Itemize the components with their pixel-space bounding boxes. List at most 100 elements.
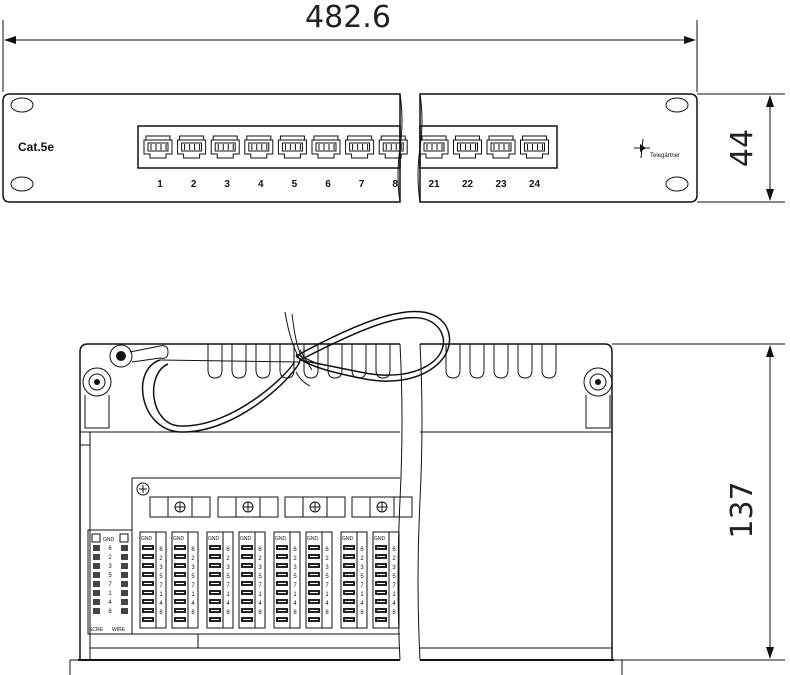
lsa-pin-label: 7 xyxy=(392,583,396,589)
lsa-pin-label: 6 xyxy=(159,547,163,553)
port-number-label: 4 xyxy=(258,179,264,190)
lsa-gnd-label: GND xyxy=(141,536,153,542)
lsa-pin-label: 5 xyxy=(159,574,163,580)
lsa-pin-label: 7 xyxy=(226,583,230,589)
port-number-label: 24 xyxy=(529,179,541,190)
lsa-pin-label: 3 xyxy=(191,565,195,571)
legend-pin-label: 7 xyxy=(108,582,112,588)
lsa-pin-label: 1 xyxy=(293,592,297,598)
lsa-pin-label: 7 xyxy=(325,583,329,589)
lsa-terminal-blocks: GND62357148GND62357148GND62357148GND6235… xyxy=(139,531,400,629)
lsa-pin-label: 4 xyxy=(191,601,195,607)
lsa-pin-label: 4 xyxy=(226,601,230,607)
legend-right-label: WIRE xyxy=(112,627,126,633)
lsa-pin-label: 1 xyxy=(325,592,329,598)
rj45-port xyxy=(520,135,549,159)
legend-pin-label: 3 xyxy=(108,564,112,570)
lsa-pin-label: 1 xyxy=(191,592,195,598)
lsa-pin-label: 6 xyxy=(191,547,195,553)
lsa-gnd-label: GND xyxy=(240,536,252,542)
port-number-label: 5 xyxy=(292,179,298,190)
lsa-gnd-label: GND xyxy=(374,536,386,542)
lsa-pin-label: 3 xyxy=(293,565,297,571)
lsa-pin-label: 4 xyxy=(258,601,262,607)
legend-pin-label: 6 xyxy=(108,546,112,552)
lsa-gnd-label: GND xyxy=(342,536,354,542)
lsa-gnd-label: GND xyxy=(275,536,287,542)
category-label: Cat.5e xyxy=(18,140,54,154)
lsa-gnd-label: GND xyxy=(307,536,319,542)
ground-cable xyxy=(109,310,451,433)
legend-pin-label: 8 xyxy=(108,609,112,615)
rj45-port xyxy=(311,135,341,159)
lsa-pin-label: 1 xyxy=(258,592,262,598)
port-number-label: 6 xyxy=(325,179,331,190)
lsa-pin-label: 5 xyxy=(293,574,297,580)
lsa-pin-label: 6 xyxy=(360,547,364,553)
lsa-pin-label: 3 xyxy=(360,565,364,571)
lsa-pin-label: 1 xyxy=(392,592,396,598)
port-number-label: 22 xyxy=(462,179,474,190)
port-number-label: 7 xyxy=(359,179,365,190)
rj45-port xyxy=(486,135,516,159)
lsa-pin-label: 4 xyxy=(392,601,396,607)
rj45-port xyxy=(378,135,408,159)
port-number-label: 21 xyxy=(428,179,440,190)
lsa-pin-label: 3 xyxy=(159,565,163,571)
rj45-port xyxy=(453,135,482,159)
lsa-pin-label: 2 xyxy=(226,556,230,562)
lsa-pin-label: 2 xyxy=(191,556,195,562)
lsa-gnd-label: GND xyxy=(173,536,185,542)
front-height-dimension: 44 xyxy=(697,93,785,203)
legend-gnd-label: GND xyxy=(103,537,115,543)
lsa-pin-label: 1 xyxy=(159,592,163,598)
mounting-slot-icon xyxy=(10,97,689,192)
lsa-pin-label: 7 xyxy=(191,583,195,589)
pcb-screw-holders xyxy=(149,496,413,518)
lsa-pin-label: 2 xyxy=(325,556,329,562)
port-number-label: 1 xyxy=(157,179,163,190)
rj45-port xyxy=(244,135,274,159)
lsa-pin-label: 5 xyxy=(325,574,329,580)
brand-logo: Telegärtner xyxy=(634,138,680,159)
lsa-pin-label: 4 xyxy=(159,601,163,607)
rj45-port xyxy=(345,135,375,159)
port-number-label: 8 xyxy=(392,179,398,190)
port-number-label: 23 xyxy=(495,179,507,190)
lsa-pin-label: 2 xyxy=(392,556,396,562)
lsa-pin-label: 6 xyxy=(392,547,396,553)
legend-left-label: SCRE xyxy=(89,627,104,633)
mounting-screw-icon xyxy=(82,367,613,429)
lsa-pin-label: 8 xyxy=(258,610,262,616)
lsa-pin-label: 5 xyxy=(258,574,262,580)
lsa-pin-label: 6 xyxy=(258,547,262,553)
lsa-pin-label: 5 xyxy=(360,574,364,580)
rj45-port xyxy=(177,135,207,159)
lsa-pin-label: 5 xyxy=(226,574,230,580)
lsa-pin-label: 2 xyxy=(258,556,262,562)
width-dimension: 482.6 xyxy=(2,0,698,92)
depth-value: 137 xyxy=(725,481,760,538)
rj45-port xyxy=(419,135,449,159)
lsa-pin-label: 6 xyxy=(325,547,329,553)
lsa-pin-label: 3 xyxy=(258,565,262,571)
front-height-value: 44 xyxy=(725,129,760,167)
lsa-pin-label: 8 xyxy=(360,610,364,616)
lsa-pin-label: 4 xyxy=(360,601,364,607)
lsa-pin-label: 3 xyxy=(392,565,396,571)
depth-dimension: 137 xyxy=(612,343,785,661)
legend-pin-label: 5 xyxy=(108,573,112,579)
lsa-pin-label: 3 xyxy=(325,565,329,571)
lsa-pin-label: 6 xyxy=(226,547,230,553)
lsa-pin-label: 4 xyxy=(293,601,297,607)
lsa-pin-label: 1 xyxy=(226,592,230,598)
lsa-pin-label: 2 xyxy=(360,556,364,562)
cable-comb xyxy=(207,344,557,379)
